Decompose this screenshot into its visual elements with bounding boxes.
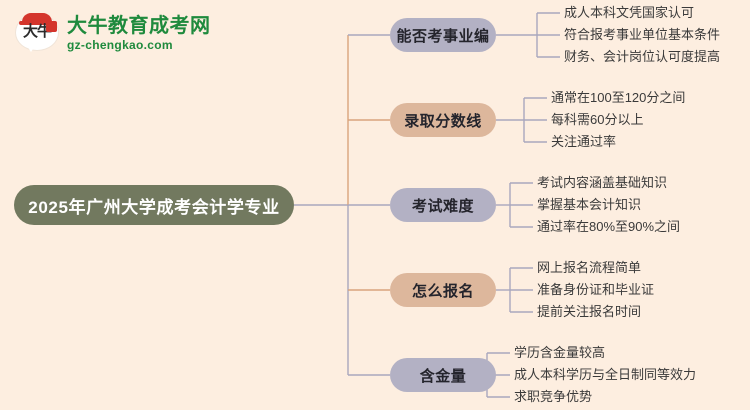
leaf-arms-2 [524, 97, 547, 143]
leaf-item[interactable]: 每科需60分以上 [551, 112, 644, 127]
leaf-item[interactable]: 掌握基本会计知识 [537, 197, 642, 212]
leaf-item[interactable]: 关注通过率 [551, 134, 617, 149]
leaf-arms-3 [510, 182, 533, 228]
logo-text-block: 大牛教育成考网 gz-chengkao.com [67, 15, 211, 53]
branch-node-3[interactable]: 考试难度 [390, 188, 496, 222]
leaf-item[interactable]: 学历含金量较高 [514, 345, 606, 360]
leaf-item[interactable]: 成人本科文凭国家认可 [564, 5, 695, 20]
logo-bull-icon: 大牛 [14, 12, 60, 56]
leaf-item[interactable]: 财务、会计岗位认可度提高 [564, 49, 721, 64]
site-logo[interactable]: 大牛 大牛教育成考网 gz-chengkao.com [14, 8, 224, 60]
leaf-item[interactable]: 提前关注报名时间 [537, 304, 642, 319]
logo-title: 大牛教育成考网 [67, 15, 211, 37]
root-node[interactable]: 2025年广州大学成考会计学专业 [14, 185, 294, 225]
logo-seal-icon [46, 21, 57, 32]
leaf-item[interactable]: 考试内容涵盖基础知识 [537, 175, 668, 190]
leaf-item[interactable]: 通过率在80%至90%之间 [537, 219, 681, 234]
branch-node-1[interactable]: 能否考事业编 [390, 18, 496, 52]
leaf-arms-4 [510, 267, 533, 313]
leaf-item[interactable]: 求职竞争优势 [514, 389, 593, 404]
branch-node-2[interactable]: 录取分数线 [390, 103, 496, 137]
logo-mark-chars: 大牛 [22, 23, 52, 40]
leaf-item[interactable]: 通常在100至120分之间 [551, 90, 686, 105]
leaf-item[interactable]: 符合报考事业单位基本条件 [564, 27, 721, 42]
branch-node-5[interactable]: 含金量 [390, 358, 496, 392]
leaf-item[interactable]: 网上报名流程简单 [537, 260, 642, 275]
branch-node-4[interactable]: 怎么报名 [390, 273, 496, 307]
logo-subtitle: gz-chengkao.com [67, 38, 173, 52]
leaf-item[interactable]: 成人本科学历与全日制同等效力 [514, 367, 697, 382]
leaf-item[interactable]: 准备身份证和毕业证 [537, 282, 655, 297]
leaf-arms-1 [537, 12, 560, 58]
